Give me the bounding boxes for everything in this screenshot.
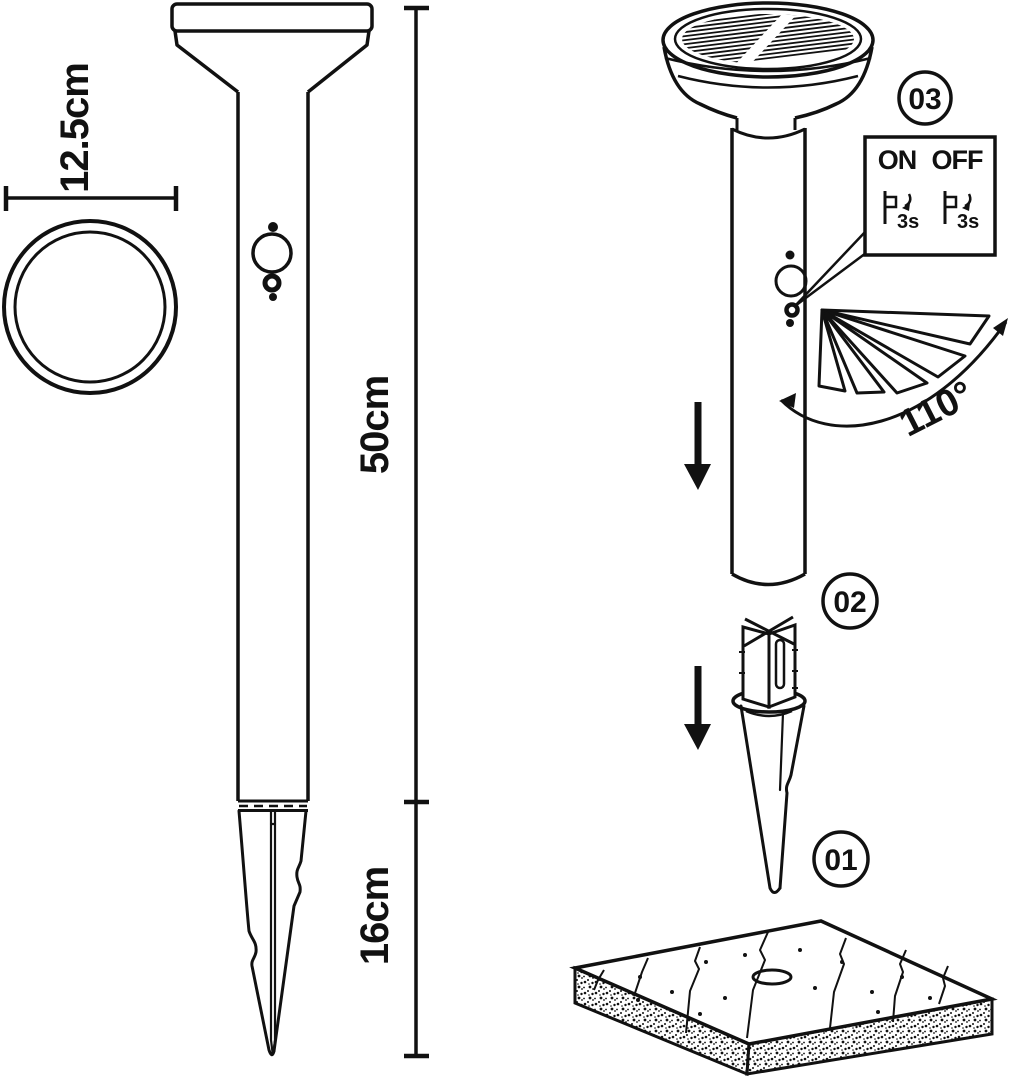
ground-cracks [593,931,949,1039]
step-badge-01-label: 01 [824,844,857,877]
lamp-pole-3d [730,128,807,587]
head-bowl [662,46,874,140]
arc-arrowhead-left [779,393,796,408]
height-dimension [404,5,429,1059]
spike-socket [739,615,798,710]
height-label: 50cm [353,376,397,474]
motion-sensor-3d [774,250,808,327]
installation-view: ON OFF 3s 3s 03 [569,1,1008,1077]
step-badge-03-label: 03 [908,83,941,116]
on-press-duration: 3s [897,211,919,233]
stake-front [237,809,308,1057]
lamp-pole-front [236,92,310,801]
ground-hole [751,968,793,986]
down-arrow-2 [684,666,711,750]
arc-arrowhead-right [993,318,1008,336]
motion-sensor-front [251,222,293,301]
step-badge-01: 01 [812,830,870,888]
switch-callout-lines [794,230,867,308]
on-label: ON [878,145,917,175]
solar-panel-grid [682,14,854,64]
top-view-circle [2,219,178,395]
step-badge-02: 02 [821,572,879,630]
lamp-head-front [170,2,374,94]
ground-dots [636,948,932,1016]
spike-cone [739,704,806,894]
on-press-icon [883,191,912,224]
diameter-dimension [3,186,179,211]
step-badge-02-label: 02 [833,586,866,619]
off-label: OFF [932,145,983,175]
front-view-lamp [170,2,374,1057]
stake-joint-band [238,799,308,812]
solar-panel-head [661,1,875,140]
ground-block [569,919,998,1077]
stake-length-label: 16cm [353,867,397,965]
diameter-label: 12.5cm [53,63,97,193]
angle-arc [779,318,1008,428]
off-press-duration: 3s [957,211,979,233]
down-arrow-1 [684,402,711,490]
step-badge-03: 03 [897,70,953,126]
switch-callout-box: ON OFF 3s 3s [863,135,997,257]
detection-fan [817,308,991,395]
stake-center-rib [269,809,277,1055]
off-press-icon [943,191,972,224]
ground-spike [731,615,807,894]
